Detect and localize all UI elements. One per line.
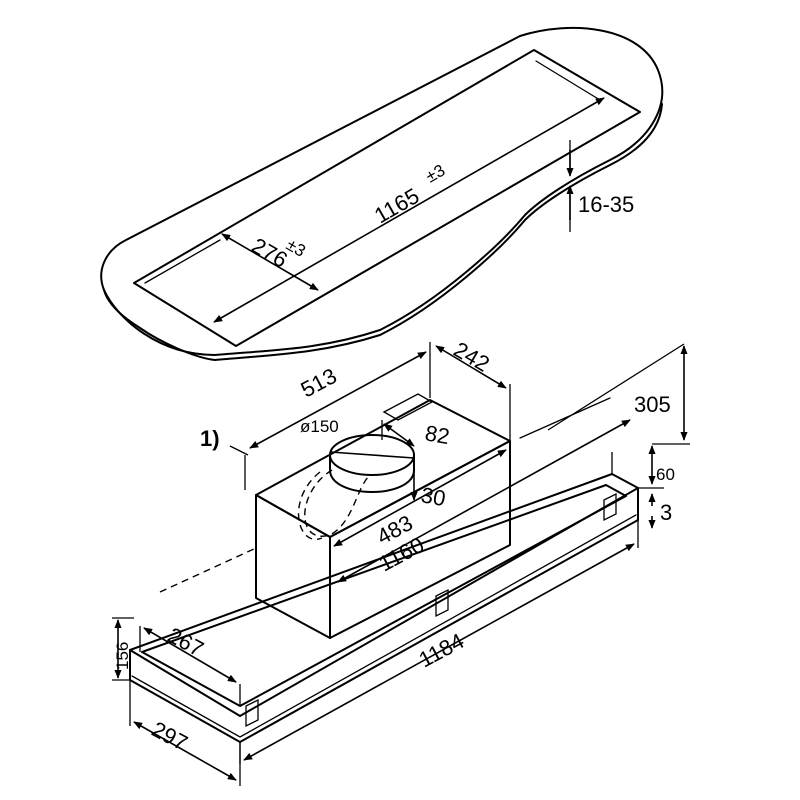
- dim-lip-height: 3: [648, 493, 672, 529]
- ceiling-edge-thickness: [103, 103, 663, 361]
- callout-note-1: 1): [200, 426, 249, 490]
- dim-duct-diameter: ø150: [300, 417, 415, 459]
- dim-duct-diameter-label: ø150: [300, 417, 339, 436]
- dim-cutout-width: 276 ±3: [221, 233, 319, 291]
- dim-lip-height-label: 3: [660, 500, 672, 525]
- callout-note-1-label: 1): [200, 426, 220, 451]
- dim-duct-offset-x: 82: [381, 420, 452, 449]
- dim-inner-width-label: 267: [164, 622, 208, 661]
- cutout-inner-right-edge: [535, 60, 601, 101]
- dim-cutout-length: 1165 ±3: [213, 97, 605, 323]
- dim-total-height-label: 305: [634, 392, 671, 417]
- dim-cutout-length-label: 1165: [370, 183, 423, 228]
- dim-unit-width-label: 297: [148, 716, 192, 755]
- dim-motor-depth-label: 242: [450, 337, 494, 377]
- dim-frame-height-label: 60: [656, 465, 675, 484]
- dim-unit-height: 156: [112, 617, 134, 681]
- dim-motor-width-label: 513: [297, 363, 341, 402]
- mounting-clip-left: [245, 698, 259, 728]
- dim-unit-height-label: 156: [113, 642, 132, 670]
- hood-center-line: [159, 547, 257, 593]
- dim-motor-width: 513: [249, 342, 431, 449]
- dim-ceiling-thickness: 16-35: [566, 140, 634, 232]
- control-bracket: [382, 393, 434, 421]
- dim-total-height: 305: [547, 343, 690, 445]
- cutout-inner-left-edge: [144, 239, 221, 284]
- dim-frame-height: 60: [638, 445, 675, 489]
- duct-hidden-outline-2: [297, 471, 323, 541]
- duct-collar-side: [329, 454, 415, 493]
- dim-cutout-length-tolerance: ±3: [423, 161, 449, 187]
- dim-ceiling-thickness-label: 16-35: [578, 192, 634, 217]
- hood-center-line-right: [519, 397, 611, 439]
- duct-hidden-outline: [304, 469, 371, 537]
- dim-duct-offset-x-label: 82: [423, 420, 451, 449]
- hood-frame-top: [129, 473, 639, 717]
